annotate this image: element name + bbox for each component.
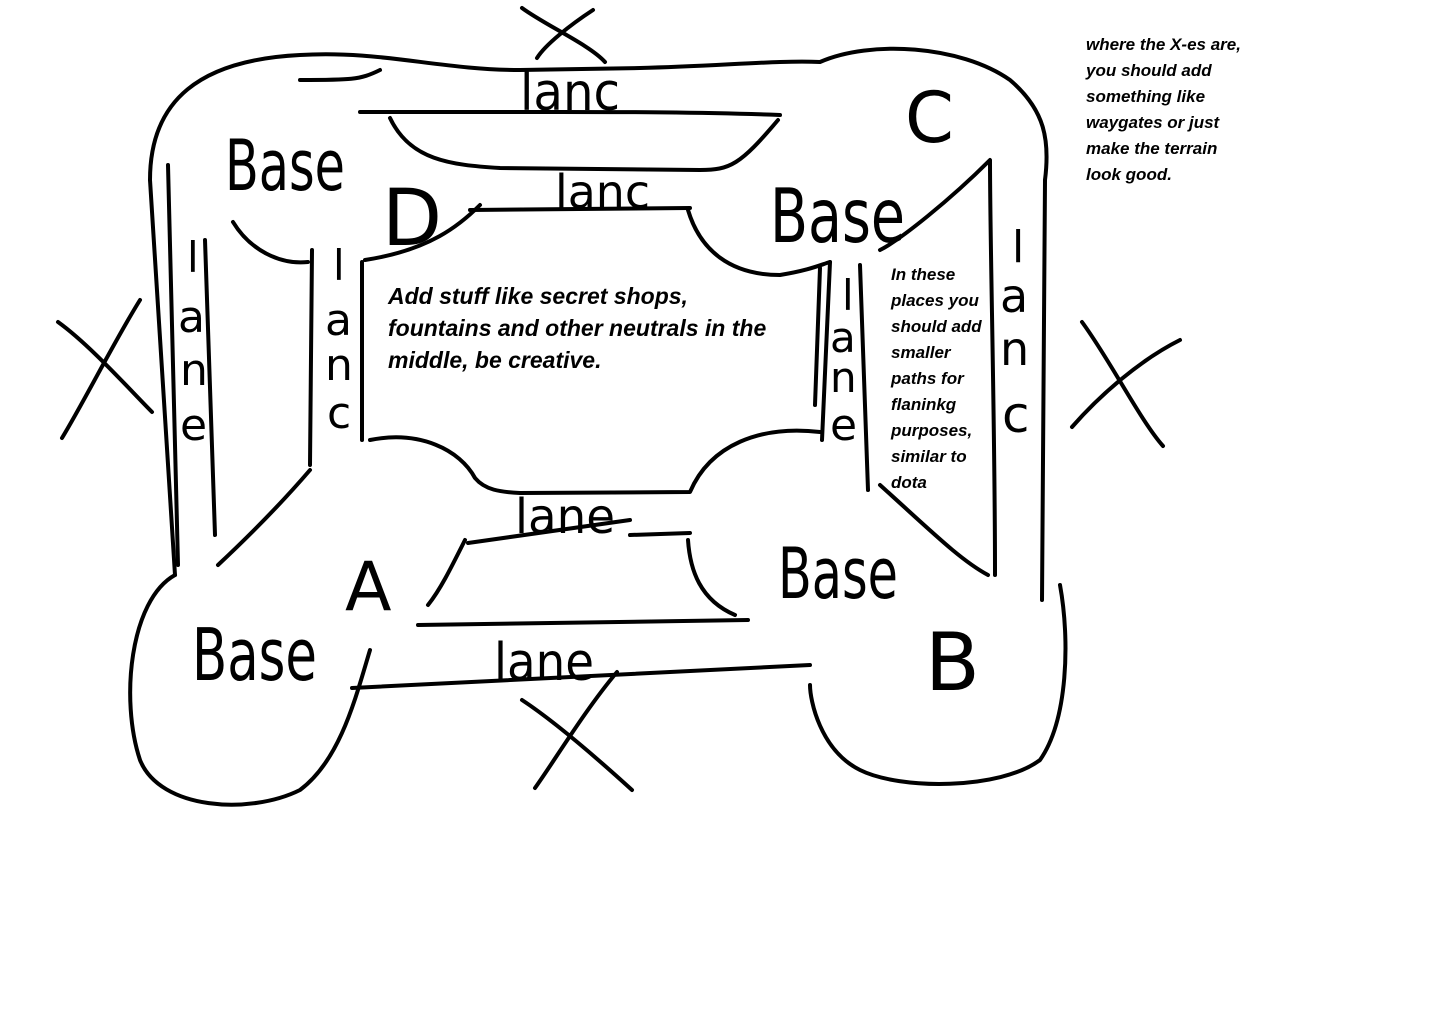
x-marker-top [520,6,607,64]
lane-letter: l [842,271,854,320]
x-markers-note: where the X-es are, you should add somet… [1086,35,1241,184]
lane-letter: a [830,313,856,362]
base-c-word: Base [770,172,905,260]
base-d-word: Base [225,125,345,207]
lane-label-left-inner: l a n c [325,241,353,439]
base-labels: Base D Base C Base A Base B [192,77,980,709]
lane-label-top-inner: lanc [555,165,650,219]
flank-paths-note: In these places you should add smaller p… [891,265,982,492]
lane-labels: lanc lanc lane lane l a n e l a n c l a … [178,63,1030,693]
lane-letter: n [325,340,353,391]
base-d-label: Base D [225,125,442,264]
lane-letter: a [325,295,352,346]
x-markers [56,6,1182,792]
base-b-word: Base [778,533,898,615]
lane-label-left-outer: l a n e [178,233,208,451]
lane-letter: a [178,292,205,343]
middle-note: Add stuff like secret shops, fountains a… [388,283,767,373]
lane-letter: a [1000,269,1028,323]
lane-letter: n [830,353,857,402]
base-a-letter: A [345,548,392,627]
x-marker-bottom [520,670,634,792]
lane-label-bottom-inner: lane [515,489,615,545]
base-a-label: Base A [192,548,392,697]
base-b-label: Base B [778,533,980,709]
lane-letter: l [333,241,345,290]
x-marker-left [56,298,154,440]
lane-letter: e [830,400,857,451]
lane-label-right-inner: l a n e [830,271,857,451]
lane-letter: l [187,233,199,282]
base-c-letter: C [905,77,954,159]
base-d-letter: D [382,174,442,264]
lane-letter: l [1012,222,1024,273]
lane-label-top-outer: lanc [520,63,620,123]
lane-letter: n [1000,322,1029,376]
base-b-letter: B [925,616,980,709]
lane-letter: c [1002,386,1030,444]
lane-strokes [166,68,997,627]
lane-label-bottom-outer: lane [494,633,594,693]
x-marker-right [1070,320,1182,448]
lane-letter: c [327,388,351,439]
base-c-label: Base C [770,77,954,260]
base-a-word: Base [192,613,317,697]
lane-letter: e [180,400,207,451]
lane-letter: n [180,345,208,396]
lane-label-right-outer: l a n c [1000,222,1030,444]
outer-boundary [128,46,1068,807]
